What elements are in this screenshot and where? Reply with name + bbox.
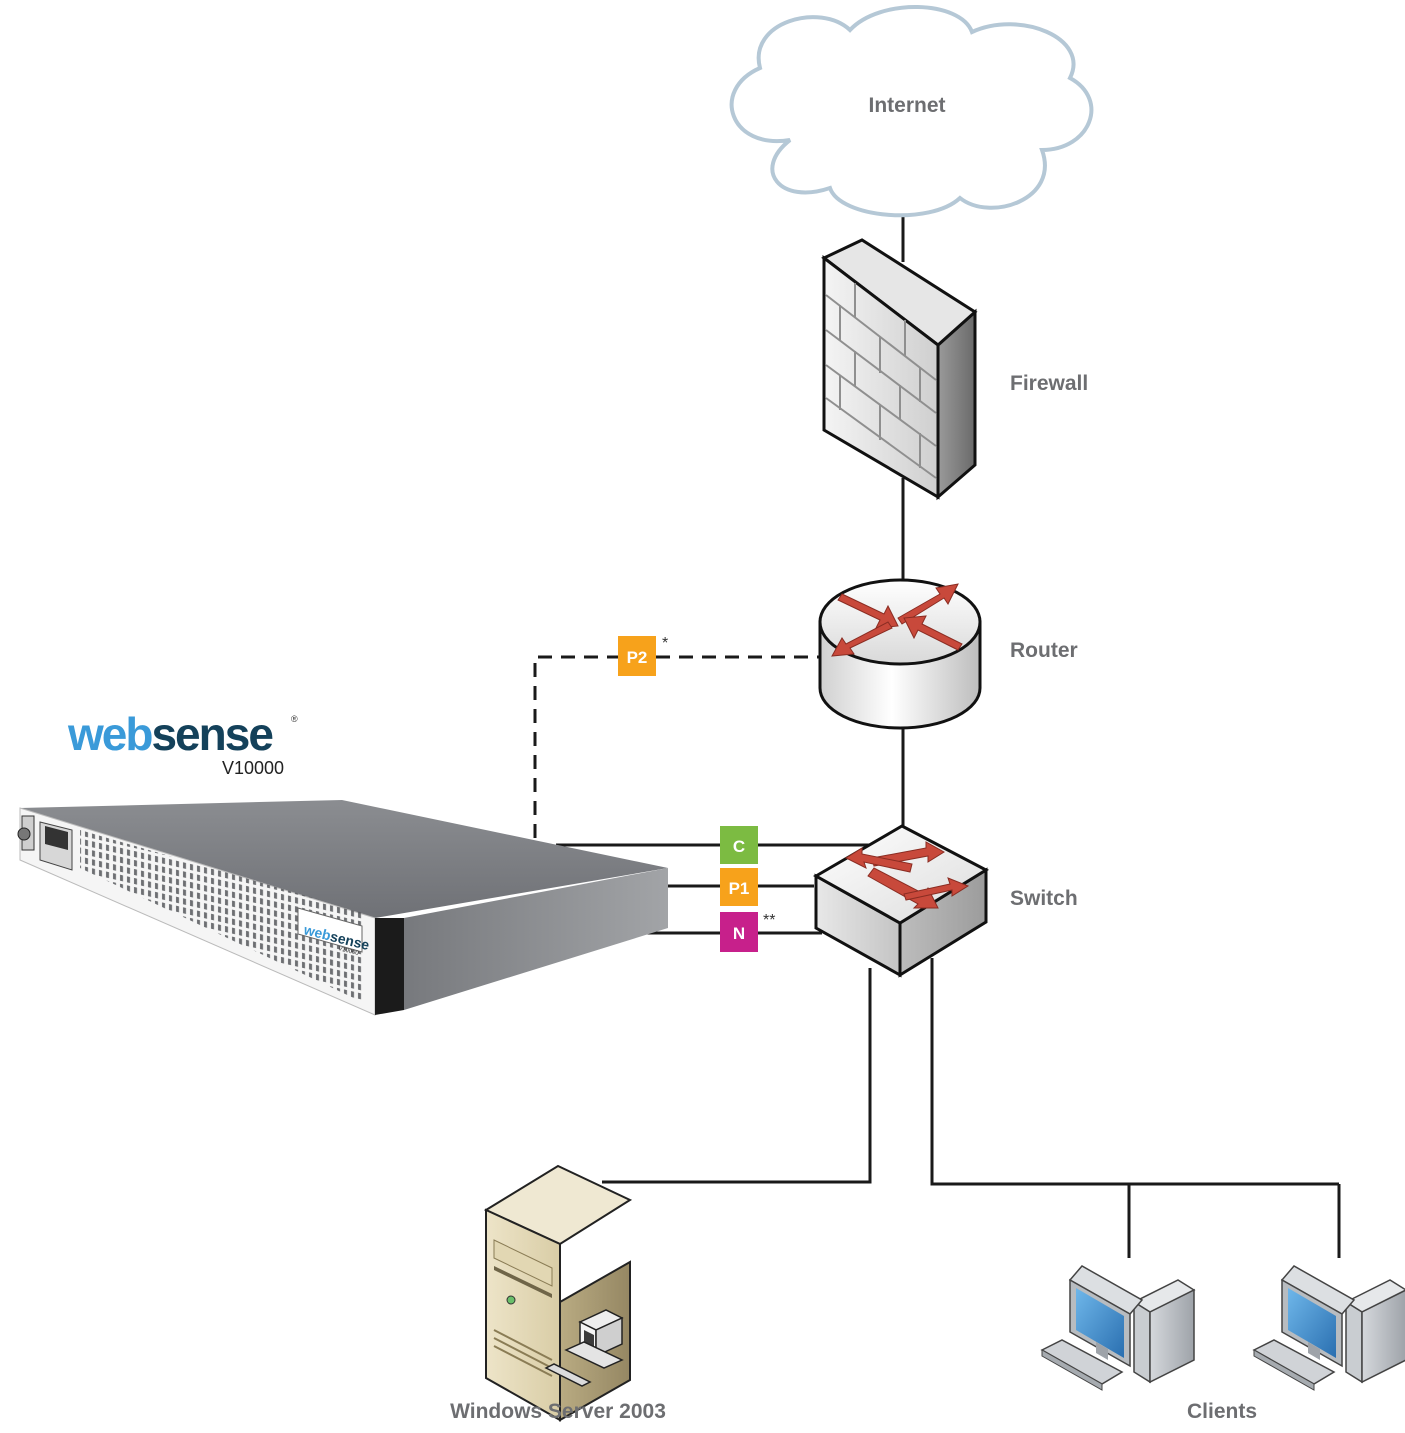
client-computer-icon — [1040, 1265, 1196, 1391]
websense-logo: websense ® V10000 — [67, 708, 298, 778]
v10000-appliance-icon — [17, 800, 668, 1016]
router-label: Router — [1010, 639, 1078, 662]
p1-badge-bg — [720, 868, 758, 906]
interface-badge-n: N — [720, 912, 758, 952]
p2-badge-label: P2 — [627, 648, 648, 667]
client-computer-icon — [1252, 1265, 1405, 1391]
clients-label: Clients — [1187, 1400, 1257, 1423]
n-badge-bg — [720, 912, 758, 952]
firewall-icon — [821, 238, 978, 501]
server-label: Windows Server 2003 — [450, 1400, 666, 1423]
n-badge-label: N — [733, 924, 745, 943]
p2-badge-bg — [618, 636, 656, 676]
interface-badge-c: C — [720, 826, 758, 864]
switch-icon — [812, 824, 990, 978]
svg-text:websense: websense — [67, 708, 273, 760]
c-badge-label: C — [733, 837, 745, 856]
logo-trademark: ® — [291, 714, 298, 724]
link-switch-server — [602, 968, 872, 1184]
switch-label: Switch — [1010, 887, 1078, 910]
c-badge-bg — [720, 826, 758, 864]
appliance-model-label: V10000 — [222, 758, 284, 778]
interface-badge-p1: P1 — [720, 868, 758, 906]
appliance-badge-web: web — [301, 921, 332, 943]
internet-label: Internet — [868, 94, 945, 117]
windows-server-icon — [483, 1164, 633, 1422]
link-switch-clients — [930, 958, 1339, 1186]
interface-badge-p2: P2 — [618, 636, 656, 676]
internet-cloud — [729, 5, 1094, 218]
logo-sense-text: sense — [151, 708, 273, 760]
link-p2-dashed — [533, 655, 822, 838]
p2-footnote-mark: * — [662, 635, 668, 652]
p1-badge-label: P1 — [729, 879, 750, 898]
logo-web-text: web — [67, 708, 152, 760]
connection-lines — [556, 205, 1341, 1258]
n-footnote-mark: ** — [763, 912, 775, 929]
firewall-label: Firewall — [1010, 372, 1088, 395]
appliance-badge-model: V10000 — [338, 946, 360, 957]
router-icon — [818, 578, 982, 730]
